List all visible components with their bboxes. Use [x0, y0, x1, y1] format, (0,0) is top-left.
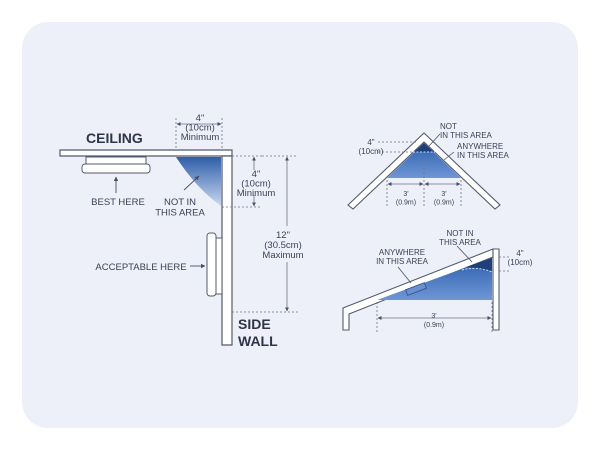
- peaked-peak-dimension: [378, 141, 416, 153]
- ceiling-label: CEILING: [86, 130, 143, 146]
- peaked-span-dimensions: [386, 160, 462, 208]
- sloped-anywhere-leader: [397, 266, 412, 284]
- wall-gap-label: 4"(10cm)Minimum: [237, 169, 276, 199]
- best-here-label: BEST HERE: [91, 197, 145, 208]
- sloped-span-dimension: [376, 302, 493, 332]
- sloped-not-in-leader: [456, 245, 473, 263]
- peaked-left-span-label: 3'(0.9m): [396, 191, 416, 207]
- sloped-peak-dimension: [499, 256, 510, 272]
- not-in-area-arrow: [183, 175, 200, 191]
- acceptable-here-label: ACCEPTABLE HERE: [95, 262, 186, 273]
- ceiling-slab: [59, 149, 233, 157]
- diagram-card: [22, 22, 578, 428]
- wall-ceiling-diagram: CEILING 4"(10cm)Minimum 4"(10cm)Minimum …: [59, 113, 304, 349]
- side-wall: [221, 155, 233, 346]
- peaked-no-zone: [414, 143, 434, 152]
- sloped-no-zone: [466, 258, 492, 271]
- sloped-right-wall: [492, 248, 500, 331]
- wall-smoke-detector: [206, 232, 223, 297]
- sloped-span-label: 3'(0.9m): [424, 313, 444, 329]
- peaked-peak-gap-label: 4"(10cm): [359, 138, 384, 156]
- ceiling-gap-label: 4"(10cm)Minimum: [181, 113, 220, 143]
- sloped-peak-gap-label: 4"(10cm): [508, 249, 533, 267]
- peaked-not-in-leader: [428, 133, 441, 147]
- wall-gap-dimension: [222, 155, 262, 208]
- ceiling-gap-dimension: [175, 118, 223, 150]
- wall-max-dimension: [232, 155, 298, 313]
- peaked-right-span-label: 3'(0.9m): [434, 191, 454, 207]
- dead-air-zone: [176, 157, 221, 206]
- peaked-anywhere-leader: [443, 151, 455, 161]
- peaked-roof: [347, 132, 501, 210]
- wall-max-label: 12"(30.5cm)Maximum: [262, 230, 303, 261]
- ceiling-smoke-detector: [81, 156, 151, 174]
- sloped-smoke-detector: [405, 282, 427, 296]
